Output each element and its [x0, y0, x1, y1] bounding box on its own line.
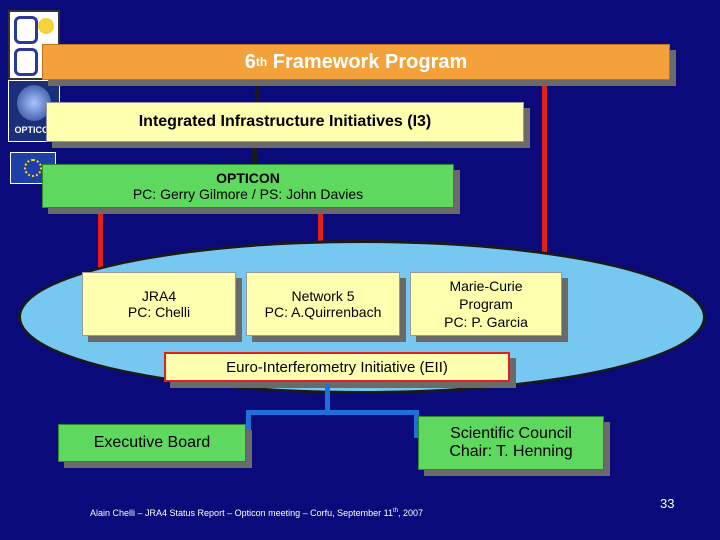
- network5-pc: PC: A.Quirrenbach: [264, 304, 382, 320]
- eii-label: Euro-Interferometry Initiative (EII): [226, 358, 448, 376]
- network5-title: Network 5: [291, 288, 355, 304]
- footer-main: Alain Chelli – JRA4 Status Report – Opti…: [90, 508, 393, 518]
- opticon-pc: PC: Gerry Gilmore / PS: John Davies: [132, 186, 364, 202]
- connector-opticon-jra4: [98, 208, 103, 274]
- connector-bottom-left: [246, 410, 251, 438]
- connector-eii-down: [325, 384, 330, 414]
- mariecurie-title: Marie-Curie: [449, 278, 523, 294]
- framework-title-number: 6: [244, 50, 256, 73]
- i3-label: Integrated Infrastructure Initiatives (I…: [138, 113, 432, 130]
- footer-end: , 2007: [398, 508, 424, 518]
- footer-sup: th: [393, 508, 399, 514]
- jra4-title: JRA4: [141, 288, 177, 304]
- footer-text: Alain Chelli – JRA4 Status Report – Opti…: [90, 508, 510, 518]
- framework-title-rest: Framework Program: [267, 50, 468, 73]
- opticon-logo-text: OPTICON: [14, 125, 56, 135]
- executive-board-label: Executive Board: [93, 434, 211, 451]
- scientific-council-title: Scientific Council: [450, 425, 572, 442]
- logo-column: OPTICON: [0, 0, 62, 540]
- eii-box: Euro-Interferometry Initiative (EII): [164, 352, 510, 382]
- opticon-title: OPTICON: [216, 170, 280, 186]
- scientific-council-box: Scientific Council Chair: T. Henning: [418, 416, 604, 470]
- connector-framework-i3: [255, 80, 260, 104]
- i3-box: Integrated Infrastructure Initiatives (I…: [46, 102, 524, 142]
- executive-board-box: Executive Board: [58, 424, 246, 462]
- network5-box: Network 5 PC: A.Quirrenbach: [246, 272, 400, 336]
- connector-framework-mariecurie: [542, 80, 547, 275]
- mariecurie-pc: PC: P. Garcia: [444, 314, 528, 330]
- connector-bottom-right: [414, 410, 419, 438]
- connector-i3-opticon: [252, 142, 257, 166]
- framework-title-sup: th: [255, 55, 268, 69]
- scientific-council-chair: Chair: T. Henning: [449, 443, 573, 460]
- jra4-box: JRA4 PC: Chelli: [82, 272, 236, 336]
- mariecurie-box: Marie-Curie Program PC: P. Garcia: [410, 272, 562, 336]
- page-number: 33: [660, 496, 675, 511]
- opticon-box: OPTICON PC: Gerry Gilmore / PS: John Dav…: [42, 164, 454, 208]
- jra4-pc: PC: Chelli: [127, 304, 191, 320]
- mariecurie-program: Program: [459, 296, 513, 312]
- connector-bottom-bar: [246, 410, 418, 415]
